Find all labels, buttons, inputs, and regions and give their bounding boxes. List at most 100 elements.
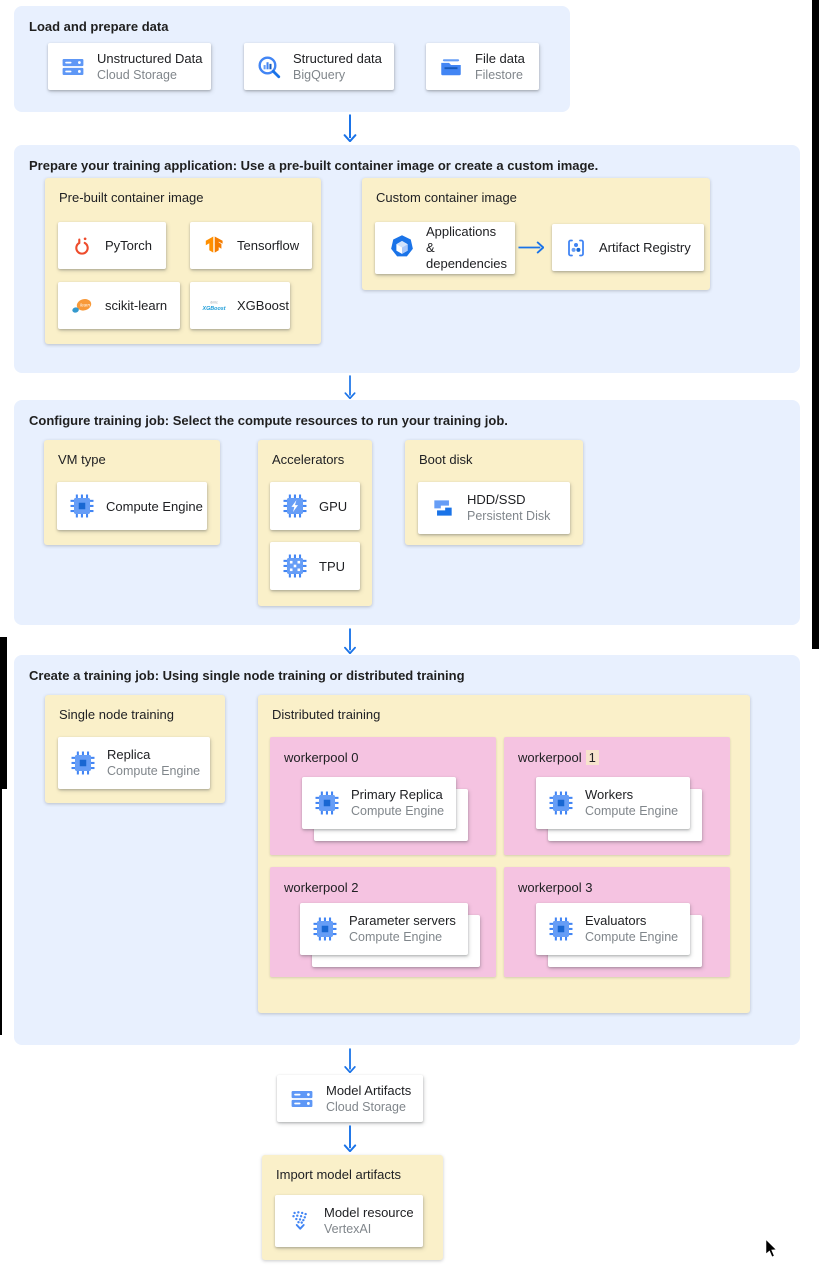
card-unstructured-data: Unstructured Data Cloud Storage (48, 43, 211, 90)
section-title: Load and prepare data (29, 19, 169, 34)
card-pytorch: PyTorch (58, 222, 166, 269)
workerpool-0: workerpool 0 Primary Replica Compute Eng… (270, 737, 496, 855)
section-load-and-prepare-data: Load and prepare data Unstructured Data … (14, 6, 570, 112)
workerpool-label: workerpool 3 (518, 880, 593, 895)
panel-title: VM type (58, 452, 106, 467)
panel-import-model-artifacts: Import model artifacts Model resource Ve… (262, 1155, 443, 1260)
card-evaluators: Evaluators Compute Engine (536, 903, 703, 967)
card-subtitle: Cloud Storage (326, 1099, 406, 1114)
arrow-down-icon (342, 628, 358, 654)
section-title: Create a training job: Using single node… (29, 668, 465, 683)
arrow-right-icon (518, 240, 544, 255)
card-title: Workers (585, 787, 634, 802)
pytorch-icon (70, 234, 94, 258)
xgboost-icon (202, 294, 226, 318)
bigquery-icon (256, 54, 282, 80)
workerpool-3: workerpool 3 Evaluators Compute Engine (504, 867, 730, 977)
screen-artifact-left-line (0, 789, 2, 1035)
card-artifact-registry: Artifact Registry (552, 224, 704, 271)
card-xgboost: XGBoost (190, 282, 290, 329)
card-title: scikit-learn (105, 298, 168, 313)
compute-engine-icon (70, 750, 96, 776)
workerpool-label: workerpool 2 (284, 880, 359, 895)
workerpool-highlight: 1 (585, 750, 599, 765)
card-title: Unstructured Data (97, 50, 203, 66)
tpu-icon (282, 553, 308, 579)
arrow-down-icon (342, 114, 358, 142)
card-title: Primary Replica (351, 787, 443, 802)
tensorflow-icon (202, 234, 226, 258)
panel-boot-disk: Boot disk HDD/SSD Persistent Disk (405, 440, 583, 545)
card-subtitle: Compute Engine (351, 804, 445, 818)
card-title: PyTorch (105, 238, 152, 253)
screen-artifact-left-bar (0, 637, 7, 789)
card-workers: Workers Compute Engine (536, 777, 703, 841)
card-subtitle: Compute Engine (585, 804, 679, 818)
gpu-icon (282, 493, 308, 519)
card-applications-dependencies: Applications & dependencies (375, 222, 515, 274)
card-title: Model Artifacts (326, 1082, 412, 1098)
card-persistent-disk: HDD/SSD Persistent Disk (418, 482, 570, 534)
section-configure-training-job: Configure training job: Select the compu… (14, 400, 800, 625)
panel-distributed-training: Distributed training workerpool 0 Primar… (258, 695, 750, 1013)
card-subtitle: Filestore (475, 67, 523, 82)
section-title: Configure training job: Select the compu… (29, 413, 508, 428)
panel-title: Import model artifacts (276, 1167, 401, 1182)
card-subtitle: Compute Engine (107, 764, 201, 778)
mouse-cursor-icon (764, 1238, 779, 1260)
arrow-down-icon (342, 1125, 358, 1152)
card-scikit-learn: scikit-learn (58, 282, 180, 329)
panel-single-node-training: Single node training Replica Compute Eng… (45, 695, 225, 803)
card-title: Tensorflow (237, 238, 300, 253)
panel-title: Accelerators (272, 452, 345, 467)
card-title: GPU (319, 498, 348, 514)
card-model-artifacts: Model Artifacts Cloud Storage (277, 1075, 423, 1122)
panel-prebuilt-container-image: Pre-built container image PyTorch Tensor… (45, 178, 321, 344)
card-gpu: GPU (270, 482, 360, 530)
card-title: HDD/SSD (467, 492, 526, 507)
card-title: XGBoost (237, 298, 290, 313)
card-parameter-servers: Parameter servers Compute Engine (300, 903, 480, 967)
workerpool-2: workerpool 2 Parameter servers Compute E… (270, 867, 496, 977)
arrow-down-icon (342, 1048, 358, 1073)
card-model-resource: Model resource VertexAI (275, 1195, 423, 1247)
compute-engine-icon (314, 790, 340, 816)
panel-vm-type: VM type Compute Engine (44, 440, 220, 545)
card-replica: Replica Compute Engine (58, 737, 210, 789)
compute-engine-icon (548, 916, 574, 942)
card-file-data: File data Filestore (426, 43, 539, 90)
card-tpu: TPU (270, 542, 360, 590)
card-title: Model resource (324, 1205, 414, 1220)
panel-title: Custom container image (376, 190, 517, 205)
section-prepare-training-application: Prepare your training application: Use a… (14, 145, 800, 373)
panel-custom-container-image: Custom container image Applications & de… (362, 178, 710, 290)
card-title: Evaluators (585, 913, 647, 928)
card-tensorflow: Tensorflow (190, 222, 312, 269)
card-primary-replica: Primary Replica Compute Engine (302, 777, 469, 841)
card-title: Artifact Registry (599, 240, 691, 255)
card-subtitle: VertexAI (324, 1222, 372, 1236)
panel-accelerators: Accelerators GPU TPU (258, 440, 372, 606)
card-title: Applications & dependencies (426, 224, 507, 271)
vertex-ai-icon (287, 1208, 313, 1234)
cloud-storage-icon (60, 54, 86, 80)
card-subtitle: Compute Engine (585, 930, 679, 944)
scikit-learn-icon (70, 294, 94, 318)
filestore-icon (438, 54, 464, 80)
panel-title: Pre-built container image (59, 190, 204, 205)
container-applications-icon (387, 233, 417, 263)
panel-title: Boot disk (419, 452, 473, 467)
card-subtitle: Compute Engine (349, 930, 443, 944)
cloud-storage-icon (289, 1086, 315, 1112)
compute-engine-icon (69, 493, 95, 519)
arrow-down-icon (342, 375, 358, 399)
card-subtitle: Cloud Storage (97, 67, 177, 82)
section-create-training-job: Create a training job: Using single node… (14, 655, 800, 1045)
section-title: Prepare your training application: Use a… (29, 158, 599, 173)
compute-engine-icon (312, 916, 338, 942)
card-title: Parameter servers (349, 913, 456, 928)
card-structured-data: Structured data BigQuery (244, 43, 394, 90)
card-subtitle: BigQuery (293, 67, 346, 82)
